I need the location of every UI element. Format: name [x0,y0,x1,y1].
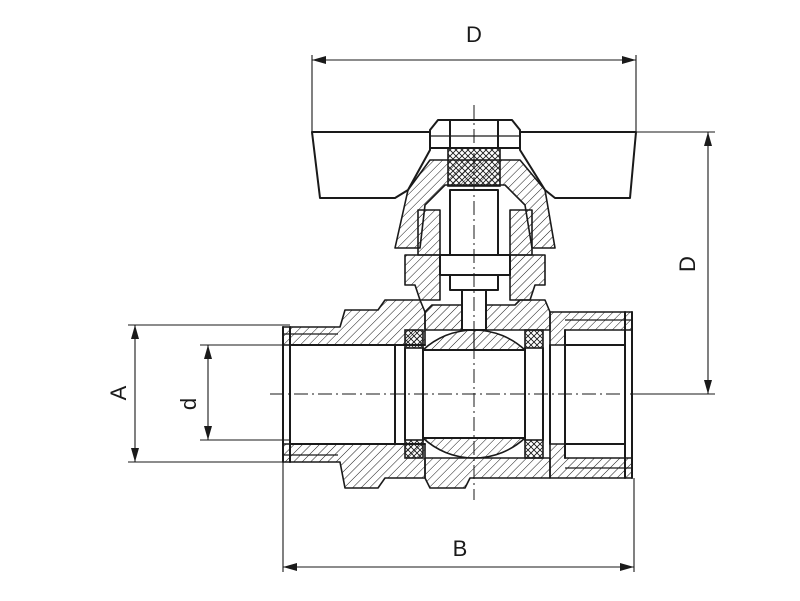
dimension-overall-length: B [282,462,635,572]
dimension-bore-diameter: d [176,344,290,441]
dimension-label-bore-diameter: d [176,398,201,410]
stem-assembly [394,119,556,331]
seat-rings [404,329,544,459]
dimension-handle-height: D [636,131,715,395]
dimension-label-outer-diameter: A [106,385,131,400]
dimension-label-handle-height: D [675,256,700,272]
dimension-outer-diameter: A [106,324,290,463]
dimension-top-width: D [311,22,637,135]
dimension-label-top-width: D [466,22,482,47]
butterfly-handle [311,131,637,199]
dimension-label-overall-length: B [453,536,468,561]
